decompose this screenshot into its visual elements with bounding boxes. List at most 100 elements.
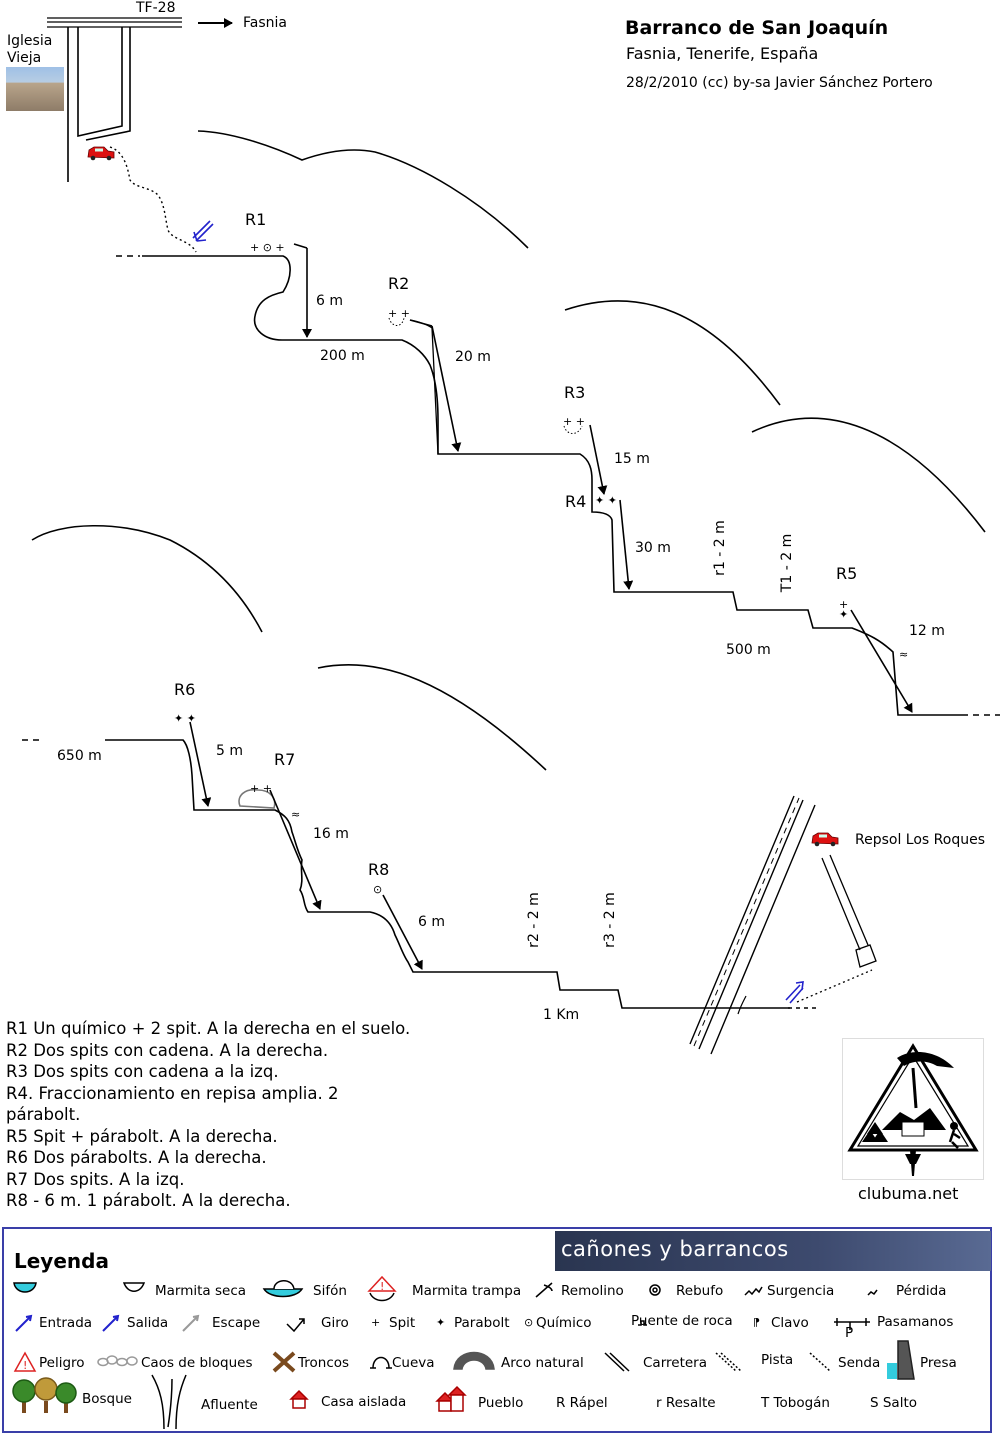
measure-1km: 1 Km bbox=[543, 1007, 580, 1023]
note-line: R7 Dos spits. A la izq. bbox=[6, 1169, 185, 1189]
legend-afluente: Afluente bbox=[201, 1397, 258, 1413]
svg-text:≈: ≈ bbox=[291, 808, 300, 821]
svg-text:⊙: ⊙ bbox=[524, 1316, 533, 1329]
giro-icon bbox=[286, 1318, 305, 1333]
rappel-r8 bbox=[382, 894, 423, 970]
svg-text:+ ⊙ +: + ⊙ + bbox=[250, 241, 285, 254]
svg-text:!: ! bbox=[23, 1359, 27, 1372]
measure-12m: 12 m bbox=[909, 623, 945, 639]
rebufo-icon bbox=[649, 1284, 661, 1296]
legend-panel: Leyenda cañones y barrancos ! bbox=[2, 1227, 992, 1433]
canyon-topo: + ⊙ + + + + + ✦ ✦ + ✦ ✦ ✦ + + ⊙ ≈ ≈ bbox=[22, 17, 1000, 1055]
legend-rebufo: Rebufo bbox=[676, 1283, 724, 1299]
measure-6m: 6 m bbox=[316, 293, 343, 309]
note-line: R8 - 6 m. 1 párabolt. A la derecha. bbox=[6, 1191, 291, 1210]
legend-tobogan: T Tobogán bbox=[761, 1395, 830, 1411]
club-site[interactable]: clubuma.net bbox=[858, 1184, 959, 1203]
puente-icon bbox=[638, 1320, 647, 1326]
svg-text:+ +: + + bbox=[563, 415, 585, 428]
pueblo-icon bbox=[435, 1385, 467, 1412]
pista-icon bbox=[715, 1352, 742, 1372]
legend-senda: Senda bbox=[838, 1355, 881, 1371]
anchor-r3: R3 bbox=[564, 383, 586, 402]
svg-text:⊙: ⊙ bbox=[373, 883, 382, 896]
access-road bbox=[67, 27, 131, 182]
note-line: R6 Dos párabolts. A la derecha. bbox=[6, 1148, 267, 1167]
page-title: Barranco de San Joaquín bbox=[625, 17, 889, 39]
anchor-r2: R2 bbox=[388, 274, 410, 293]
banner-text: cañones y barrancos bbox=[561, 1237, 789, 1261]
church-label-1: Iglesia bbox=[7, 33, 53, 49]
legend-puente: Puente de roca bbox=[631, 1313, 733, 1329]
legend-title: Leyenda bbox=[14, 1249, 109, 1273]
pasamanos-icon bbox=[834, 1318, 870, 1330]
anchor-r5: R5 bbox=[836, 564, 858, 583]
legend-pasamanos-p: P bbox=[845, 1325, 854, 1341]
cueva-icon bbox=[370, 1356, 392, 1369]
anchor-r4: R4 bbox=[565, 492, 587, 511]
church-photo bbox=[6, 67, 64, 111]
legend-cueva: Cueva bbox=[392, 1355, 435, 1371]
legend-sifon: Sifón bbox=[313, 1283, 347, 1299]
sifon-icon bbox=[262, 1288, 304, 1298]
afluente-icon bbox=[151, 1374, 187, 1430]
exit-arrow bbox=[785, 981, 804, 1004]
direction-label: Fasnia bbox=[243, 15, 287, 31]
note-line: párabolt. bbox=[6, 1105, 81, 1124]
bosque-icon bbox=[12, 1377, 77, 1413]
legend-pasamanos: Pasamanos bbox=[877, 1314, 954, 1330]
legend-pista: Pista bbox=[761, 1352, 794, 1368]
highway bbox=[689, 795, 816, 1055]
anchor-notes: R1 Un químico + 2 spit. A la derecha en … bbox=[6, 1018, 410, 1212]
arco-icon bbox=[453, 1351, 495, 1370]
location-subtitle: Fasnia, Tenerife, España bbox=[626, 44, 819, 63]
legend-peligro: Peligro bbox=[39, 1355, 85, 1371]
legend-salida: Salida bbox=[127, 1315, 169, 1331]
note-line: R4. Fraccionamiento en repisa amplia. 2 bbox=[6, 1083, 339, 1103]
svg-text:✦: ✦ bbox=[436, 1316, 445, 1329]
note-line: R3 Dos spits con cadena a la izq. bbox=[6, 1062, 279, 1081]
exit-track bbox=[821, 854, 869, 951]
canyon-profile-2 bbox=[105, 739, 790, 1009]
svg-text:+ +: + + bbox=[250, 782, 272, 795]
rappel-r3 bbox=[589, 424, 608, 495]
legend-carretera: Carretera bbox=[643, 1355, 707, 1371]
entry-arrow bbox=[192, 220, 214, 242]
car-icon bbox=[87, 146, 115, 161]
measure-650m: 650 m bbox=[57, 748, 102, 764]
rappel-r6 bbox=[189, 721, 212, 807]
measure-20m: 20 m bbox=[455, 349, 491, 365]
legend-icons: ! ! bbox=[12, 1275, 915, 1430]
legend-perdida: Pérdida bbox=[896, 1283, 947, 1299]
legend-caos: Caos de bloques bbox=[141, 1355, 253, 1371]
church-label-2: Vieja bbox=[7, 50, 42, 66]
note-line: R1 Un químico + 2 spit. A la derecha en … bbox=[6, 1019, 411, 1038]
marmita-seca-icon bbox=[122, 1282, 146, 1292]
svg-text:✦ ✦: ✦ ✦ bbox=[595, 494, 617, 507]
rappel-r1 bbox=[293, 243, 308, 249]
senda-icon bbox=[809, 1352, 831, 1372]
svg-text:✦: ✦ bbox=[839, 608, 848, 621]
legend-giro: Giro bbox=[321, 1315, 349, 1331]
legend-resalte: r Resalte bbox=[656, 1395, 716, 1411]
rappel-r4 bbox=[619, 499, 634, 590]
svg-text:≈: ≈ bbox=[899, 648, 908, 661]
escape-icon bbox=[182, 1314, 200, 1332]
remolino-icon bbox=[535, 1282, 553, 1298]
measure-16m: 16 m bbox=[313, 826, 349, 842]
casa-icon bbox=[289, 1389, 309, 1409]
exit-place-label: Repsol Los Roques bbox=[855, 832, 985, 848]
anchor-r7: R7 bbox=[274, 750, 296, 769]
canyon-profile-1 bbox=[142, 255, 962, 716]
measure-r2: r2 - 2 m bbox=[525, 892, 542, 948]
anchor-r6: R6 bbox=[174, 680, 196, 699]
legend-remolino: Remolino bbox=[561, 1283, 624, 1299]
legend-parabolt: Parabolt bbox=[454, 1315, 510, 1331]
perdida-icon bbox=[867, 1289, 878, 1296]
rappel-r5 bbox=[850, 609, 913, 713]
legend-arco: Arco natural bbox=[501, 1355, 584, 1371]
legend-troncos: Troncos bbox=[298, 1355, 350, 1371]
club-logo bbox=[842, 1038, 984, 1180]
road-label: TF-28 bbox=[136, 0, 176, 16]
measure-6m-b: 6 m bbox=[418, 914, 445, 930]
